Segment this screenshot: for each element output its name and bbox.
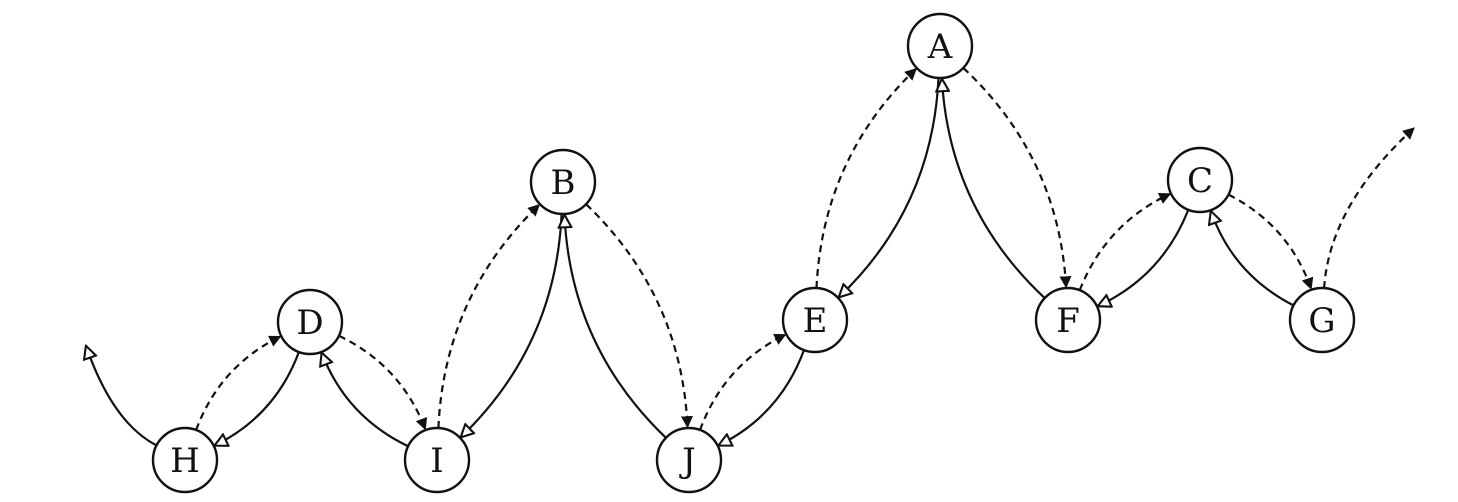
- node-label: C: [1187, 161, 1213, 201]
- edge-b-to-j: [585, 203, 694, 429]
- nodes-layer: A B C D E F G H I J: [151, 12, 1356, 494]
- node-label: D: [296, 303, 323, 343]
- node-label: A: [927, 27, 953, 67]
- node-circle: [655, 426, 723, 494]
- edge-a-to-f: [962, 67, 1072, 289]
- node-circle: [906, 12, 974, 80]
- node-label: J: [679, 441, 696, 481]
- edge-j-to-b: [565, 215, 667, 439]
- edge-d-to-h: [215, 351, 300, 446]
- node-circle: [403, 426, 471, 494]
- edge-b-to-i: [461, 213, 563, 437]
- edge-c-to-g: [1227, 193, 1314, 290]
- edge-e-to-a: [815, 67, 917, 289]
- node-j: J: [655, 426, 723, 494]
- edge-f-to-c: [1078, 192, 1172, 291]
- node-label: E: [803, 301, 828, 341]
- edge-g-to-outside-right: [1323, 127, 1415, 289]
- edge-j-to-e: [698, 333, 787, 431]
- node-circle: [1288, 286, 1356, 354]
- node-circle: [151, 426, 219, 494]
- edge-a-to-e: [839, 77, 940, 297]
- node-c: C: [1166, 146, 1234, 214]
- edge-f-to-a: [942, 79, 1046, 299]
- node-i: I: [403, 426, 471, 494]
- edge-h-to-outside-left: [86, 346, 158, 447]
- edge-e-to-j: [719, 349, 806, 445]
- node-label: B: [551, 163, 576, 203]
- edge-g-to-c: [1211, 211, 1295, 307]
- node-circle: [276, 288, 344, 356]
- edge-c-to-f: [1098, 209, 1190, 306]
- node-circle: [1166, 146, 1234, 214]
- node-g: G: [1288, 286, 1356, 354]
- edges-layer: [86, 67, 1415, 448]
- node-label: G: [1308, 301, 1335, 341]
- node-label: F: [1056, 301, 1080, 341]
- node-f: F: [1034, 286, 1102, 354]
- node-circle: [781, 286, 849, 354]
- node-circle: [529, 148, 597, 216]
- node-d: D: [276, 288, 344, 356]
- node-label: I: [430, 441, 443, 481]
- node-h: H: [151, 426, 219, 494]
- node-a: A: [906, 12, 974, 80]
- node-label: H: [170, 441, 200, 481]
- node-b: B: [529, 148, 597, 216]
- edge-h-to-d: [195, 335, 282, 431]
- edge-i-to-d: [322, 353, 409, 448]
- edge-d-to-i: [338, 334, 428, 431]
- node-circle: [1034, 286, 1102, 354]
- node-e: E: [781, 286, 849, 354]
- edge-i-to-b: [437, 203, 541, 429]
